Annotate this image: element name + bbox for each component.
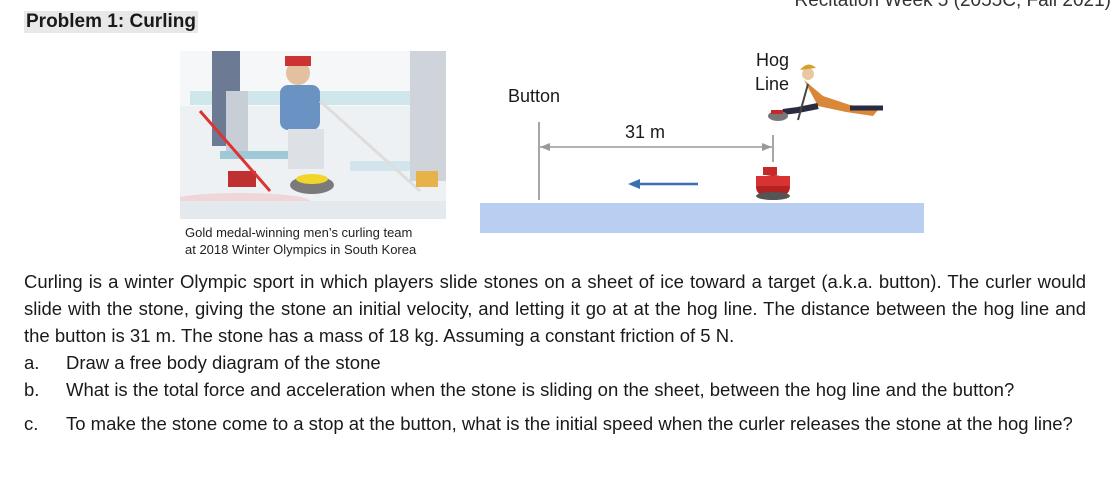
motion-arrowhead: [628, 179, 640, 189]
distance-arrowhead-left: [540, 143, 550, 151]
question-marker: c.: [24, 413, 39, 434]
photo-caption: Gold medal-winning men’s curling team at…: [185, 224, 416, 258]
curling-diagram: Button Hog Line 31 m: [478, 50, 928, 240]
question-list: a. Draw a free body diagram of the stone…: [24, 349, 1086, 437]
hog-label-line-1: Hog: [756, 50, 789, 70]
caption-line-2: at 2018 Winter Olympics in South Korea: [185, 242, 417, 257]
question-text: What is the total force and acceleration…: [66, 379, 1015, 400]
curling-photo-illustration: [180, 51, 446, 219]
question-item: a. Draw a free body diagram of the stone: [24, 349, 1086, 376]
ice-sheet: [480, 203, 924, 233]
distance-arrowhead-right: [762, 143, 772, 151]
button-label: Button: [508, 86, 560, 106]
question-item: b. What is the total force and accelerat…: [24, 376, 1086, 403]
question-text: Draw a free body diagram of the stone: [66, 352, 381, 373]
question-marker: a.: [24, 352, 40, 373]
question-item: c. To make the stone come to a stop at t…: [24, 410, 1086, 437]
question-marker: b.: [24, 379, 40, 400]
curling-stone-icon: [756, 167, 790, 200]
distance-label: 31 m: [625, 122, 665, 142]
curler-figure-icon: [768, 64, 883, 121]
caption-line-1: Gold medal-winning men’s curling team: [185, 225, 413, 240]
curling-diagram-svg: Button Hog Line 31 m: [480, 50, 924, 233]
hog-label-line-2: Line: [755, 74, 789, 94]
curling-photo: [180, 51, 446, 219]
header-fragment: Recitation Week 5 (2055C, Fall 2021): [794, 0, 1111, 11]
problem-title: Problem 1: Curling: [24, 11, 198, 33]
question-text: To make the stone come to a stop at the …: [66, 413, 1073, 434]
problem-paragraph: Curling is a winter Olympic sport in whi…: [24, 271, 1086, 346]
